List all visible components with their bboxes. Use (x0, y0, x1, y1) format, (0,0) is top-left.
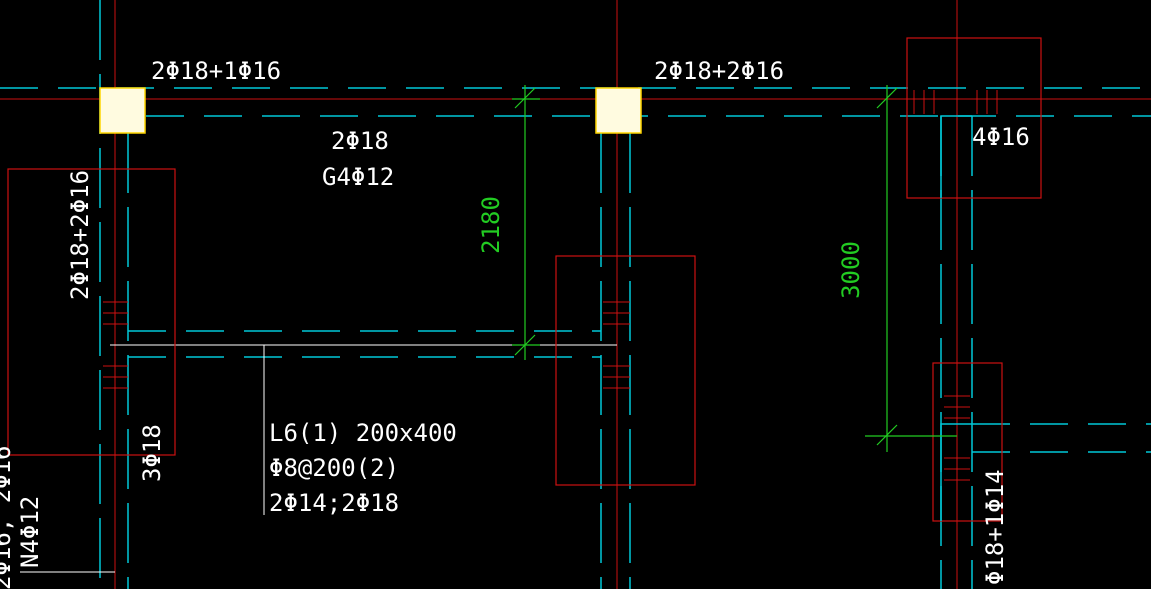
column-outline-mid[interactable] (555, 255, 696, 486)
dimension-tick-3000-bottom (876, 424, 898, 446)
column-outline-left[interactable] (7, 168, 176, 456)
annotation-left-edge-partial-1: 2Φ16, 2Φ16 (0, 446, 16, 589)
column-joints (940, 115, 972, 521)
column-block-mid[interactable] (595, 87, 642, 134)
annotation-top-mid-beam: 2Φ18+2Φ16 (654, 57, 784, 85)
column-outline-right-top[interactable] (906, 37, 1042, 199)
joint-right-top (940, 115, 972, 198)
dimension-tick-2180-top (514, 87, 536, 109)
column-block-left[interactable] (99, 87, 146, 134)
structural-columns (99, 87, 642, 134)
annotation-beam-mid-2: G4Φ12 (322, 163, 394, 191)
annotation-top-left-beam: 2Φ18+1Φ16 (151, 57, 281, 85)
annotation-right-bottom-vertical: Φ18+1Φ14 (981, 469, 1009, 585)
dimension-text-3000: 3000 (837, 241, 865, 299)
annotation-left-column-bottom: 3Φ18 (138, 424, 166, 482)
column-outlines (7, 37, 1042, 522)
annotation-beam-mid-1: 2Φ18 (331, 127, 389, 155)
column-outline-right-bottom[interactable] (932, 362, 1003, 522)
annotation-right-top-column: 4Φ16 (972, 123, 1030, 151)
dimension-tick-3000-top (876, 87, 898, 109)
annotation-l6-line1: L6(1) 200x400 (269, 419, 457, 447)
rebar-marks (103, 90, 998, 481)
annotation-l6-line3: 2Φ14;2Φ18 (269, 489, 399, 517)
joint-right-bottom (940, 423, 972, 521)
dimension-text-2180: 2180 (477, 196, 505, 254)
annotation-left-column-vertical: 2Φ18+2Φ16 (66, 170, 94, 300)
annotation-l6-line2: Φ8@200(2) (269, 454, 399, 482)
annotation-left-edge-partial-2: N4Φ12 (16, 496, 44, 568)
annotations: 2Φ18+1Φ16 2Φ18+2Φ16 2Φ18 G4Φ12 4Φ16 2Φ18… (0, 57, 1030, 589)
dimension-lines (512, 85, 957, 452)
